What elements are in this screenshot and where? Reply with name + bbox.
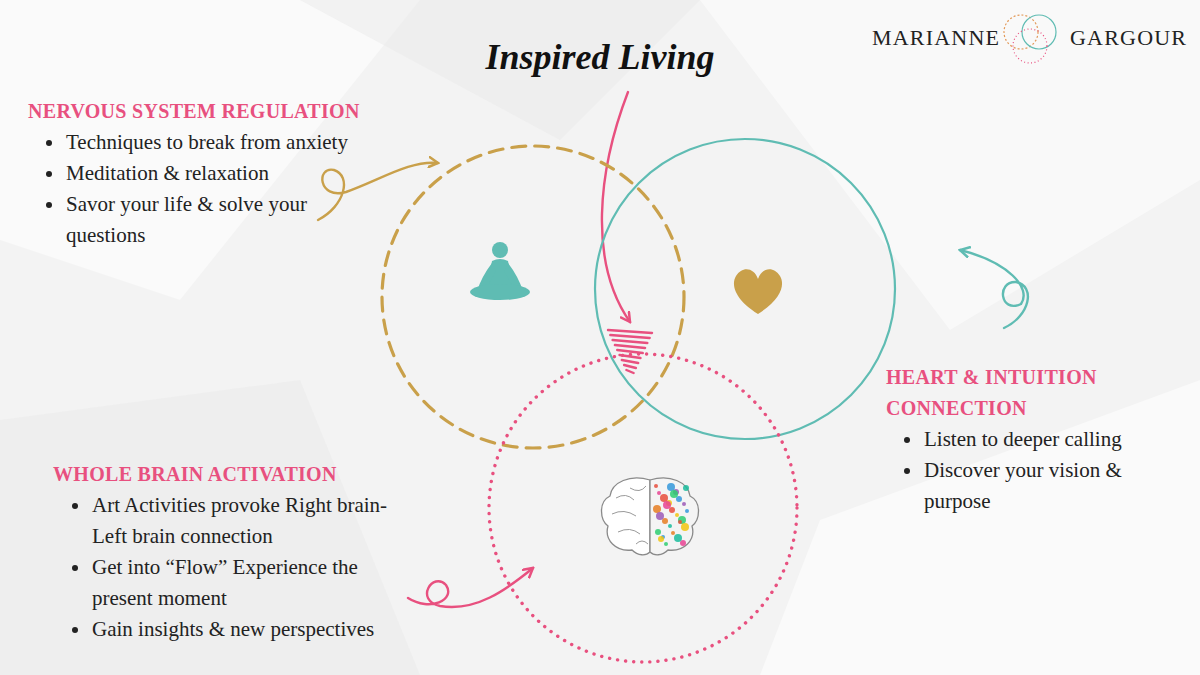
scribble-stroke — [613, 340, 648, 343]
logo-word: MARIANNE — [872, 25, 1000, 51]
brain-color-spot — [685, 509, 689, 513]
scribble-stroke — [624, 365, 636, 368]
bullet-item: Get into “Flow” Experience the present m… — [92, 552, 422, 614]
section-heading: NERVOUS SYSTEM REGULATION — [28, 96, 398, 127]
circle-outline — [376, 140, 690, 454]
text-block: NERVOUS SYSTEM REGULATIONTechniques to b… — [28, 96, 398, 251]
brain-color-spot — [667, 483, 675, 491]
brain-color-spot — [654, 484, 658, 488]
brain-color-spot — [669, 507, 675, 513]
bullet-dot — [46, 140, 52, 146]
brain-color-spot — [680, 540, 686, 546]
brain-icon — [602, 478, 699, 555]
scribble-stroke — [615, 345, 645, 348]
bullet-dot — [904, 468, 910, 474]
text-block: HEART & INTUITION CONNECTIONListen to de… — [886, 362, 1169, 517]
bullet-item: Art Activities provoke Right brain-Left … — [92, 490, 422, 552]
venn-circle: HEART & INTUITION CONNECTIONListen to de… — [589, 133, 901, 445]
meditation-icon — [470, 242, 530, 300]
logo-rings — [1004, 15, 1056, 63]
scribble-stroke — [610, 335, 649, 338]
scribble-stroke — [608, 330, 652, 333]
brain-color-spot — [671, 531, 675, 535]
brain-color-spot — [658, 536, 664, 542]
bullet-dot — [72, 503, 78, 509]
brain-color-spot — [682, 502, 686, 506]
circle-outline — [483, 348, 803, 668]
bullet-item: Savor your life & solve your questions — [66, 189, 358, 251]
brain-color-spot — [653, 505, 661, 513]
bullet-item: Gain insights & new perspectives — [92, 614, 422, 645]
scribble-stroke — [622, 360, 638, 363]
brain-color-spot — [670, 490, 678, 498]
bullet-item: Discover your vision & purpose — [924, 455, 1169, 517]
bullet-dot — [46, 202, 52, 208]
bullet-item: Techniques to break from anxiety — [66, 127, 358, 158]
bullet-dot — [72, 627, 78, 633]
brain-color-spot — [681, 523, 689, 531]
brain-color-spot — [676, 496, 682, 502]
scribble-stroke — [626, 370, 633, 373]
bullet-dot — [904, 437, 910, 443]
pink-scribble — [608, 330, 652, 373]
section-heading: WHOLE BRAIN ACTIVATION — [53, 459, 383, 490]
curly-arrows — [318, 92, 1028, 607]
logo-word: GARGOUR — [1070, 25, 1187, 51]
brain-color-spot — [683, 485, 689, 491]
brain-color-spot — [678, 516, 686, 524]
bullet-item: Meditation & relaxation — [66, 158, 358, 189]
brain-color-spot — [674, 534, 682, 542]
brain-color-spot — [675, 513, 679, 517]
brain-color-spot — [660, 494, 668, 502]
brain-color-spot — [657, 491, 661, 495]
bullet-dot — [46, 171, 52, 177]
brain-color-spot — [662, 518, 668, 524]
circle-stroke — [489, 354, 797, 662]
brain-color-spot — [663, 501, 671, 509]
bullet-dot — [72, 565, 78, 571]
venn-circle: NERVOUS SYSTEM REGULATIONTechniques to b… — [376, 140, 690, 454]
venn-circle: WHOLE BRAIN ACTIVATIONArt Activities pro… — [483, 348, 803, 668]
brain-color-spot — [678, 520, 682, 524]
text-block: WHOLE BRAIN ACTIVATIONArt Activities pro… — [53, 459, 422, 645]
brain-color-spot — [664, 542, 668, 546]
brain-color-spot — [655, 529, 661, 535]
heart-icon — [734, 269, 782, 314]
bullet-item: Listen to deeper calling — [924, 424, 1169, 455]
brain-color-spot — [668, 524, 672, 528]
circle-outline — [589, 133, 901, 445]
brain-color-spot — [656, 512, 664, 520]
circle-stroke — [595, 139, 895, 439]
section-heading: HEART & INTUITION CONNECTION — [886, 362, 1141, 424]
diagram-title: Inspired Living — [485, 35, 714, 79]
circle-stroke — [382, 146, 684, 448]
